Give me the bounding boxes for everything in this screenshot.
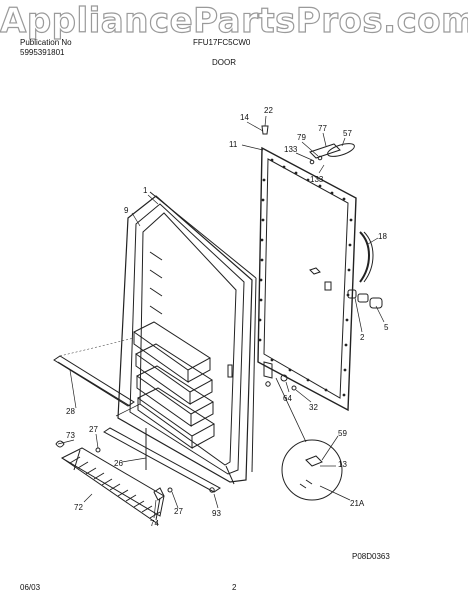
bottom-rod [103,427,221,493]
callout-22: 22 [264,106,273,115]
callout-74: 74 [150,519,159,528]
drawing-id: P08D0363 [352,552,390,561]
callout-59: 59 [338,429,347,438]
callout-26: 26 [114,459,123,468]
model-number: FFU17FC5CW0 [193,38,251,47]
callout-28: 28 [66,407,75,416]
callout-14: 14 [240,113,249,122]
callout-1: 1 [143,186,148,195]
callout-79: 79 [297,133,306,142]
publication-number: 5995391801 [20,48,65,57]
outer-door-panel [257,146,357,412]
callout-73: 73 [66,431,75,440]
panel-screw-holes [258,158,353,397]
footer-date: 06/03 [20,583,41,592]
callout-21a: 21A [350,499,365,508]
callout-18: 18 [378,232,387,241]
door-liner [115,191,257,485]
door-shelves [133,251,215,449]
callout-93: 93 [212,509,221,518]
callout-133-bottom: 133 [310,175,324,184]
callout-32: 32 [309,403,318,412]
publication-label: Publication No [20,38,72,47]
detail-circle [275,377,343,501]
callout-27-lower: 27 [174,507,183,516]
callout-133-top: 133 [284,145,298,154]
callout-labels: 1 9 11 14 22 79 77 57 133 133 18 5 2 64 … [66,106,389,528]
callout-11: 11 [229,140,238,149]
callout-57: 57 [343,129,352,138]
callout-27-upper: 27 [89,425,98,434]
door-handle [359,231,370,283]
footer-page: 2 [232,583,237,592]
callout-2: 2 [360,333,365,342]
watermark: AppliancePartsPros.com [0,0,468,41]
hinge-assembly [261,125,355,165]
wire-basket [60,447,165,525]
callout-5: 5 [384,323,389,332]
callout-13: 13 [338,460,347,469]
leader-lines-top [241,115,385,333]
callout-77: 77 [318,124,327,133]
callout-72: 72 [74,503,83,512]
callout-64: 64 [283,394,292,403]
shelf-rail [53,337,135,407]
leader-lines-left [57,194,351,519]
callout-9: 9 [124,206,129,215]
section-title: DOOR [212,58,236,67]
lock-assembly [309,267,383,309]
